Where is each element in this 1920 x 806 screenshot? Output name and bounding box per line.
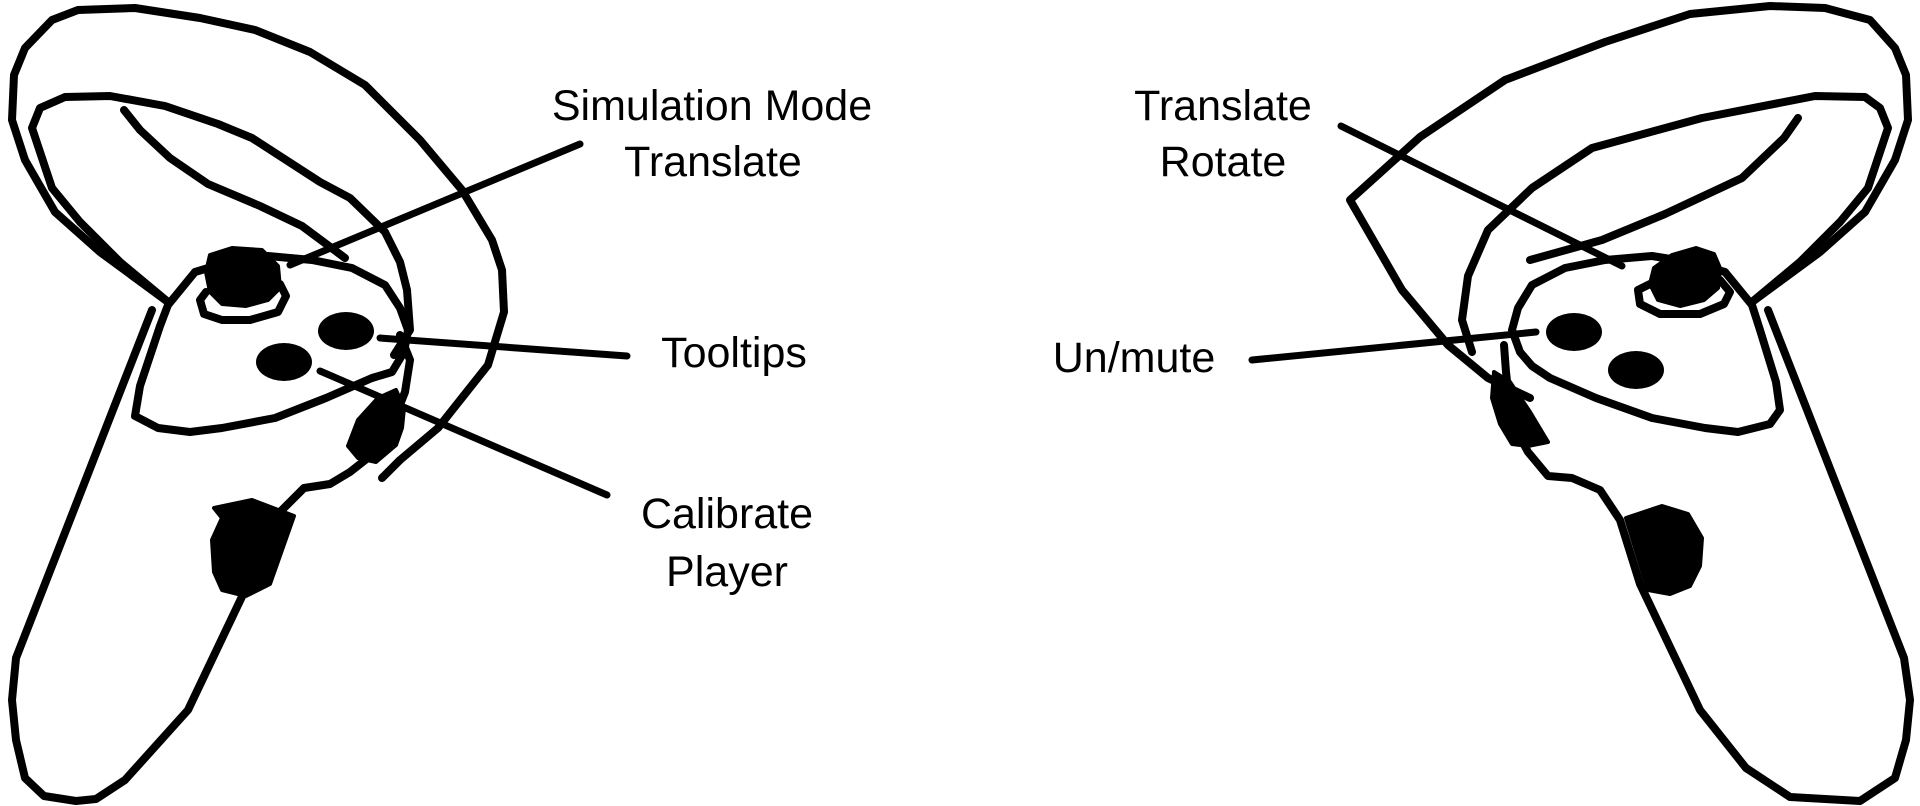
left-controller xyxy=(8,4,508,805)
leader-lines xyxy=(286,122,1626,499)
label-calibrate: Calibrate xyxy=(641,490,813,538)
label-player: Player xyxy=(666,548,788,596)
left-thumbstick-base xyxy=(196,280,290,324)
label-rotate: Rotate xyxy=(1160,138,1287,186)
left-tracking-ring-inner xyxy=(28,92,414,359)
left-button-y-icon xyxy=(256,343,312,381)
right-controller xyxy=(1346,2,1914,805)
left-grip-button-icon xyxy=(210,498,296,598)
leader-tooltips xyxy=(376,334,631,360)
leader-right-translate xyxy=(1337,122,1626,270)
right-trigger-icon xyxy=(1490,370,1550,448)
label-unmute: Un/mute xyxy=(1053,334,1216,382)
right-thumbstick-icon xyxy=(1648,246,1722,308)
leader-calibrate xyxy=(316,367,611,499)
left-ring-rim xyxy=(120,106,349,262)
left-tracking-ring-outer xyxy=(8,4,508,482)
right-tracking-ring-inner xyxy=(1458,92,1892,356)
leader-unmute xyxy=(1248,328,1540,364)
label-left-translate: Translate xyxy=(624,138,802,186)
right-button-a-icon xyxy=(1546,313,1602,351)
left-button-x-icon xyxy=(318,312,374,350)
right-tracking-ring-outer xyxy=(1346,2,1912,402)
right-button-b-icon xyxy=(1608,351,1664,389)
left-trigger-icon xyxy=(346,388,406,464)
labels: Simulation Mode Translate Tooltips Calib… xyxy=(552,82,1312,596)
label-tooltips: Tooltips xyxy=(661,329,807,377)
label-right-translate: Translate xyxy=(1134,82,1312,130)
label-simulation-mode: Simulation Mode xyxy=(552,82,872,130)
right-thumbstick-base xyxy=(1634,276,1734,318)
leader-simulation-mode xyxy=(286,140,584,269)
left-thumbstick-icon xyxy=(204,246,282,308)
left-face-plate xyxy=(131,252,412,436)
right-ring-rim xyxy=(1526,114,1802,264)
right-face-plate xyxy=(1508,252,1784,436)
right-grip-button-icon xyxy=(1624,504,1704,596)
